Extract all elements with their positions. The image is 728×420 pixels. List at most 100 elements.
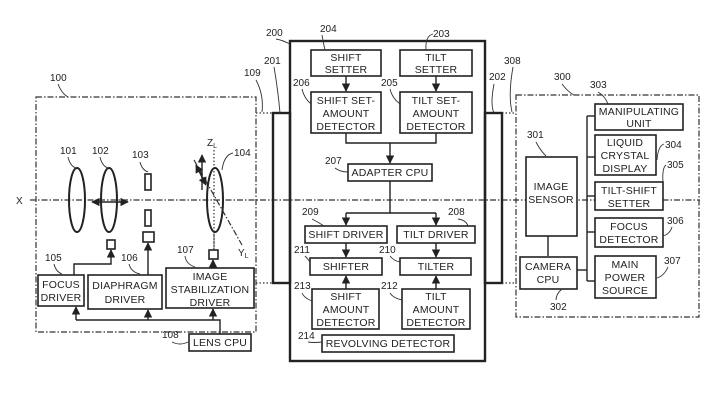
ref-303: 303: [590, 80, 607, 91]
ref-203: 203: [433, 29, 450, 40]
ref-103: 103: [132, 150, 149, 161]
svg-text:CRYSTAL: CRYSTAL: [601, 150, 650, 162]
ref-304: 304: [665, 140, 682, 151]
ref-306: 306: [667, 216, 684, 227]
svg-text:POWER: POWER: [605, 272, 646, 284]
ref-205: 205: [381, 78, 398, 89]
svg-text:TILT-SHIFT: TILT-SHIFT: [601, 185, 657, 197]
ref-107: 107: [177, 245, 194, 256]
svg-text:SHIFT: SHIFT: [330, 291, 362, 303]
svg-text:SENSOR: SENSOR: [528, 194, 574, 206]
lens-unit: 100 109 101 102 103 ZL YL 104: [35, 68, 272, 352]
mount-201: [271, 111, 292, 285]
ref-308: 308: [504, 56, 521, 67]
ref-104: 104: [234, 148, 251, 159]
svg-text:ADAPTER CPU: ADAPTER CPU: [352, 167, 429, 179]
svg-text:TILT DRIVER: TILT DRIVER: [403, 229, 469, 241]
shift-amount-detector-box: [311, 288, 380, 330]
svg-text:SHIFT SET-: SHIFT SET-: [317, 95, 376, 107]
camera-boundary: [515, 94, 700, 318]
ref-305: 305: [667, 160, 684, 171]
axis-y-label: YL: [238, 248, 249, 260]
mount-202: [483, 111, 504, 285]
shift-setter-box: [310, 49, 382, 77]
lens-101: [68, 167, 86, 233]
tilt-set-amount-detector-box: [399, 91, 473, 134]
ref-106: 106: [121, 253, 138, 264]
svg-text:DISPLAY: DISPLAY: [603, 163, 648, 175]
svg-text:AMOUNT: AMOUNT: [323, 304, 370, 316]
svg-text:TILT: TILT: [425, 52, 447, 64]
svg-text:IMAGE: IMAGE: [193, 271, 228, 283]
lens-104: [206, 167, 224, 233]
svg-text:CPU: CPU: [537, 274, 560, 286]
ref-201: 201: [264, 56, 281, 67]
ref-302: 302: [550, 302, 567, 313]
ref-100: 100: [50, 73, 67, 84]
tilt-amount-detector-box: [401, 288, 471, 330]
diaphragm-103-top: [144, 173, 152, 191]
tilt-shift-setter-box: [594, 181, 664, 211]
svg-text:MANIPULATING: MANIPULATING: [599, 106, 679, 118]
svg-text:UNIT: UNIT: [626, 118, 652, 130]
svg-text:IMAGE: IMAGE: [534, 181, 569, 193]
lens-unit-boundary: [35, 96, 257, 333]
svg-text:DETECTOR: DETECTOR: [406, 121, 465, 133]
svg-text:STABILIZATION: STABILIZATION: [171, 284, 250, 296]
camera-cpu-box: [519, 256, 578, 290]
diaphragm-driver-box: [87, 274, 163, 310]
adapter: 200 201 202 SHIFT SETTER 204 TILT SETTER…: [264, 24, 506, 363]
tilter-box: [399, 257, 472, 276]
revolving-detector-box: [321, 334, 455, 353]
ref-200: 200: [266, 28, 283, 39]
svg-text:FOCUS: FOCUS: [42, 279, 80, 291]
svg-text:FOCUS: FOCUS: [610, 221, 648, 233]
svg-text:SETTER: SETTER: [415, 64, 458, 76]
svg-text:SHIFTER: SHIFTER: [323, 261, 370, 273]
svg-text:TILT SET-: TILT SET-: [412, 95, 461, 107]
camera: 300 308 IMAGE SENSOR 301 CAMERA CPU 302 …: [502, 56, 700, 318]
ref-214: 214: [298, 331, 315, 342]
svg-text:AMOUNT: AMOUNT: [413, 304, 460, 316]
svg-text:DRIVER: DRIVER: [105, 294, 146, 306]
svg-text:DIAPHRAGM: DIAPHRAGM: [92, 280, 157, 292]
svg-text:DETECTOR: DETECTOR: [599, 234, 658, 246]
svg-text:DRIVER: DRIVER: [41, 292, 82, 304]
svg-text:DETECTOR: DETECTOR: [316, 317, 375, 329]
svg-text:SHIFT: SHIFT: [330, 52, 362, 64]
svg-text:REVOLVING DETECTOR: REVOLVING DETECTOR: [326, 338, 451, 350]
ref-206: 206: [293, 78, 310, 89]
svg-text:DRIVER: DRIVER: [190, 297, 231, 309]
svg-text:SETTER: SETTER: [608, 198, 651, 210]
svg-text:TILT: TILT: [425, 291, 447, 303]
shifter-box: [309, 257, 383, 276]
ref-210: 210: [379, 245, 396, 256]
svg-text:AMOUNT: AMOUNT: [323, 108, 370, 120]
ref-105: 105: [45, 253, 62, 264]
main-power-source-box: [594, 255, 657, 299]
image-sensor-box: [525, 156, 578, 237]
ref-102: 102: [92, 146, 109, 157]
svg-text:DETECTOR: DETECTOR: [406, 317, 465, 329]
ref-209: 209: [302, 207, 319, 218]
svg-text:SHIFT DRIVER: SHIFT DRIVER: [308, 229, 383, 241]
ref-208: 208: [448, 207, 465, 218]
ref-213: 213: [294, 281, 311, 292]
svg-text:LENS CPU: LENS CPU: [193, 337, 247, 349]
svg-text:TILTER: TILTER: [418, 261, 455, 273]
lcd-box: [594, 134, 657, 176]
svg-text:AMOUNT: AMOUNT: [413, 108, 460, 120]
ref-108: 108: [162, 330, 179, 341]
svg-text:MAIN: MAIN: [611, 259, 638, 271]
stabilization-driver-box: [165, 267, 255, 309]
ref-307: 307: [664, 256, 681, 267]
ref-212: 212: [381, 281, 398, 292]
svg-text:LIQUID: LIQUID: [607, 137, 643, 149]
ref-204: 204: [320, 24, 337, 35]
tilt-setter-box: [399, 49, 473, 77]
svg-text:CAMERA: CAMERA: [525, 261, 571, 273]
axis-z-label: ZL: [207, 138, 217, 150]
ref-207: 207: [325, 156, 342, 167]
svg-text:SOURCE: SOURCE: [602, 285, 648, 297]
ref-211: 211: [294, 245, 310, 256]
